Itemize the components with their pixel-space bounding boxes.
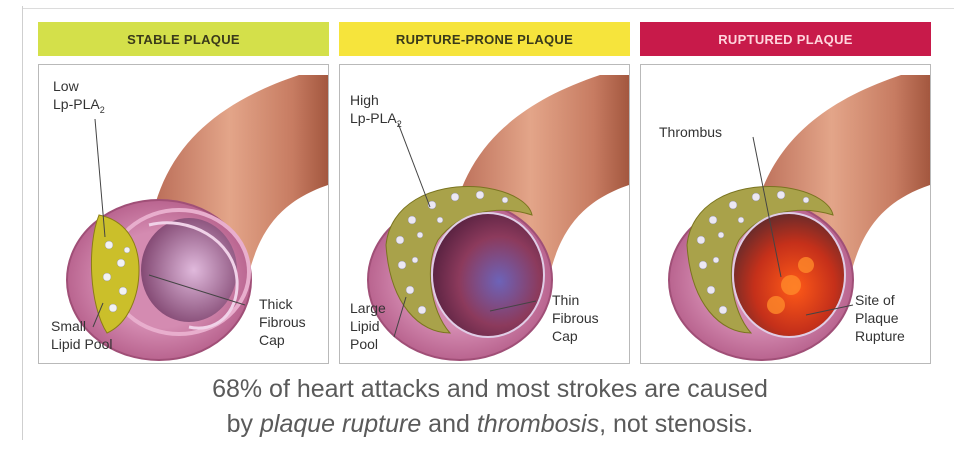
caption-line-1: 68% of heart attacks and most strokes ar… <box>70 375 910 404</box>
label-thick-fibrous-cap: Thick Fibrous Cap <box>259 295 306 349</box>
label-text: Low Lp-PLA <box>53 78 100 112</box>
top-divider <box>22 8 954 9</box>
label-low-lp-pla2: Low Lp-PLA2 <box>53 77 105 119</box>
caption-emphasis: plaque rupture <box>260 410 421 438</box>
caption-line-2: by plaque rupture and thrombosis, not st… <box>70 410 910 439</box>
illustration-box: Thrombus Site of Plaque Rupture <box>640 64 931 364</box>
left-divider <box>22 6 23 440</box>
caption-text: , not stenosis. <box>599 410 753 438</box>
label-site-of-plaque-rupture: Site of Plaque Rupture <box>855 291 905 345</box>
illustration-box: Low Lp-PLA2 Small Lipid Pool Thick Fibro… <box>38 64 329 364</box>
label-text: High Lp-PLA <box>350 92 397 126</box>
illustration-box: High Lp-PLA2 Large Lipid Pool Thin Fibro… <box>339 64 630 364</box>
caption-emphasis: thrombosis <box>477 410 599 438</box>
label-high-lp-pla2: High Lp-PLA2 <box>350 91 402 133</box>
panel-title: STABLE PLAQUE <box>38 22 329 56</box>
label-thrombus: Thrombus <box>659 123 722 141</box>
caption-text: and <box>421 410 477 438</box>
panel-ruptured-plaque: RUPTURED PLAQUE Thrombus Site of Plaque … <box>640 22 931 364</box>
label-thin-fibrous-cap: Thin Fibrous Cap <box>552 291 599 345</box>
caption-text: by <box>227 410 260 438</box>
label-subscript: 2 <box>100 105 105 115</box>
label-large-lipid-pool: Large Lipid Pool <box>350 299 386 353</box>
panel-rupture-prone-plaque: RUPTURE-PRONE PLAQUE High Lp-PLA2 Large … <box>339 22 630 364</box>
label-small-lipid-pool: Small Lipid Pool <box>51 317 113 353</box>
panel-title: RUPTURE-PRONE PLAQUE <box>339 22 630 56</box>
panel-stable-plaque: STABLE PLAQUE Low Lp-PLA2 Small Lipid Po… <box>38 22 329 364</box>
panel-title: RUPTURED PLAQUE <box>640 22 931 56</box>
label-subscript: 2 <box>397 119 402 129</box>
